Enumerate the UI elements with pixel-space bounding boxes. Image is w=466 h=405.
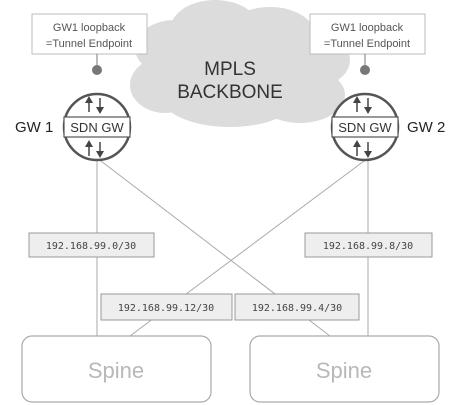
gw1-callout: GW1 loopback =Tunnel Endpoint: [31, 13, 148, 75]
gw1-name: GW 1: [15, 119, 53, 136]
subnet-text-1: 192.168.99.8/30: [323, 241, 413, 252]
subnet-text-2: 192.168.99.12/30: [118, 303, 214, 314]
subnet-text-0: 192.168.99.0/30: [46, 241, 136, 252]
gw2-callout: GW1 loopback =Tunnel Endpoint: [309, 13, 426, 75]
subnet-label-1: 192.168.99.8/30: [304, 232, 433, 258]
gw1-arrows-icon: [85, 96, 104, 158]
gw2-inner-label: SDN GW: [338, 120, 392, 135]
gw2-name: GW 2: [407, 119, 445, 136]
spine-left: Spine: [21, 335, 212, 403]
gw2-loopback-dot: [360, 65, 370, 75]
cloud-title-line1: MPLS: [204, 59, 256, 80]
subnet-text-3: 192.168.99.4/30: [252, 303, 342, 314]
gw1-callout-line2: =Tunnel Endpoint: [46, 38, 132, 50]
gw2-callout-line1: GW1 loopback: [331, 22, 404, 34]
gw1-loopback-dot: [92, 65, 102, 75]
spine-right: Spine: [249, 335, 440, 403]
gw1-router: SDN GW: [62, 92, 132, 162]
mpls-cloud: [130, 0, 350, 127]
subnet-label-3: 192.168.99.4/30: [234, 293, 360, 321]
gw2-callout-line2: =Tunnel Endpoint: [324, 38, 410, 50]
spine-right-label: Spine: [316, 358, 372, 383]
gw1-callout-line1: GW1 loopback: [53, 22, 126, 34]
gw2-arrows-icon: [353, 96, 372, 158]
spine-left-label: Spine: [88, 358, 144, 383]
subnet-label-0: 192.168.99.0/30: [28, 232, 155, 258]
gw1-inner-label: SDN GW: [70, 120, 124, 135]
cloud-title-line2: BACKBONE: [177, 82, 283, 103]
gw2-router: SDN GW: [330, 92, 400, 162]
subnet-label-2: 192.168.99.12/30: [100, 293, 233, 321]
